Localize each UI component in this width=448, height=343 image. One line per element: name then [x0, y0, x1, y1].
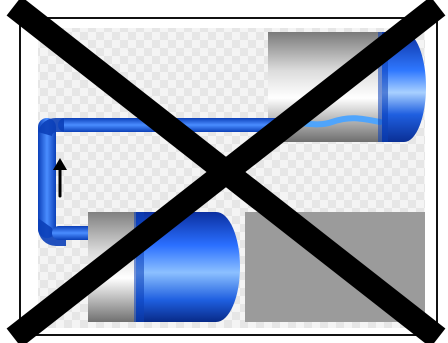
up-arrow-icon: [53, 158, 67, 198]
bottom-cylinder-blue-body: [136, 212, 240, 322]
top-cylinder-blue-cap: [382, 32, 426, 142]
cross-out-icon: [6, 0, 446, 343]
